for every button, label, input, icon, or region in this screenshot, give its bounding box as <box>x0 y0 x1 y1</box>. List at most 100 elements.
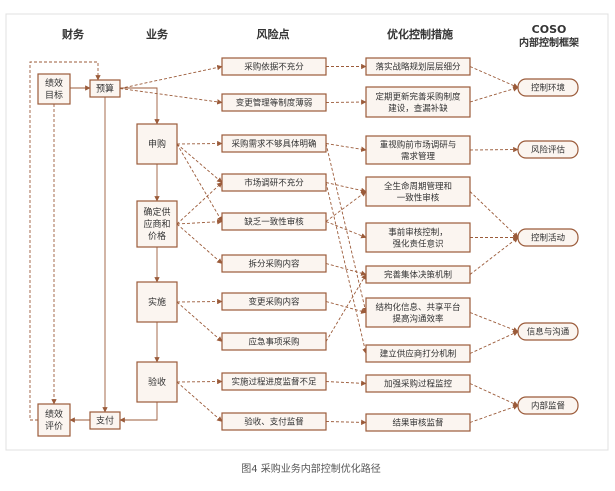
measure-box <box>365 135 471 165</box>
risk-box <box>221 332 327 351</box>
finance-kpi-evaluation-box-label: 评价 <box>45 421 63 432</box>
risk-box <box>221 372 327 391</box>
measure-box-label: 结构化信息、共享平台 <box>375 302 460 313</box>
measure-box-label: 一致性审核 <box>397 192 440 203</box>
risk-box-label: 缺乏一致性审核 <box>244 217 304 228</box>
risk-measure-link <box>325 274 367 342</box>
budget-to-purchase <box>120 87 160 125</box>
measure-box-label: 建立供应商打分机制 <box>380 349 457 360</box>
business-acceptance-box-label: 验收 <box>148 376 166 388</box>
measure-box <box>365 176 471 207</box>
risk-measure-link <box>325 191 367 222</box>
business-risk-link <box>176 223 223 264</box>
risk-box-label: 验收、支付监督 <box>244 417 304 428</box>
business-risk-link <box>176 219 223 225</box>
measure-box <box>365 222 471 253</box>
business-implementation-box-label: 实施 <box>148 296 166 308</box>
finance-kpi-evaluation-box <box>37 403 71 437</box>
risk-measure-link <box>325 301 367 314</box>
measure-box-label: 提高沟通效率 <box>392 313 444 324</box>
measure-coso-link <box>469 66 519 89</box>
measure-box-label: 需求管理 <box>401 151 436 162</box>
business-implementation-box <box>136 281 178 323</box>
risk-measure-link <box>325 419 367 426</box>
header-business: 业务 <box>146 27 169 41</box>
risk-box-label: 采购需求不够具体明确 <box>231 139 316 150</box>
business-payment-box <box>89 411 121 430</box>
measure-box-label: 重视购前市场调研与 <box>380 139 457 150</box>
measure-coso-link <box>469 404 519 423</box>
measure-box-label: 结果审核监督 <box>392 418 444 429</box>
header-measures: 优化控制措施 <box>387 27 453 41</box>
business-risk-link <box>176 381 223 422</box>
measure-box <box>365 374 471 393</box>
measure-box-label: 落实战略规划层层细分 <box>375 62 461 73</box>
coso-box <box>517 228 579 247</box>
measure-coso-link <box>469 191 519 238</box>
measure-box <box>365 57 471 76</box>
risk-measure-link <box>325 182 367 194</box>
business-supplier-price-box-label: 确定供 <box>143 206 170 218</box>
risk-measure-link <box>325 380 367 386</box>
measure-coso-link <box>469 331 519 354</box>
measure-box-label: 全生命周期管理和 <box>384 181 452 192</box>
header-risk: 风险点 <box>257 27 290 41</box>
risk-measure-link <box>325 143 368 314</box>
business-risk-link <box>176 301 223 342</box>
business-payment-box-label: 支付 <box>96 415 114 427</box>
business-risk-link <box>176 143 223 183</box>
business-risk-link <box>176 143 223 222</box>
header-coso-line1: COSO <box>532 23 567 36</box>
business-budget-box-label: 预算 <box>96 83 114 95</box>
business-purchase-request-box-label: 申购 <box>148 138 166 150</box>
coso-box-label: 控制环境 <box>531 83 566 94</box>
risk-box-label: 变更采购内容 <box>248 297 300 308</box>
business-risk-link <box>176 378 223 385</box>
business-supplier-price-box-label: 价格 <box>148 230 166 242</box>
business-risk-link <box>176 140 223 147</box>
finance-kpi-target-box-label: 绩效 <box>45 77 63 89</box>
header-coso-line2: 内部控制框架 <box>519 36 579 49</box>
measure-box-label: 加强采购过程监控 <box>384 379 453 390</box>
feedback-loop <box>29 61 101 421</box>
measure-box-label: 完善集体决策机制 <box>384 270 452 281</box>
measure-box-label: 强化责任意识 <box>392 238 443 249</box>
business-budget-box <box>89 79 121 98</box>
business-risk-link <box>119 64 223 89</box>
risk-box-label: 实施过程进度监督不足 <box>231 377 317 388</box>
risk-measure-link <box>325 182 368 355</box>
coso-box <box>517 140 579 159</box>
business-risk-link <box>119 88 223 105</box>
risk-box <box>221 93 327 112</box>
risk-box <box>221 134 327 153</box>
risk-measure-link <box>325 221 367 239</box>
risk-box <box>221 292 327 311</box>
measure-coso-link <box>469 312 519 333</box>
risk-box-label: 应急事项采购 <box>248 337 299 348</box>
risk-box <box>221 57 327 76</box>
business-supplier-price-box <box>136 200 178 248</box>
risk-measure-link <box>325 143 367 152</box>
measure-coso-link <box>469 86 519 103</box>
finance-kpi-evaluation-box-label: 绩效 <box>45 408 63 420</box>
business-supplier-price-box-label: 应商和 <box>143 218 170 230</box>
measure-coso-link <box>469 237 519 275</box>
finance-kpi-target-box <box>37 73 71 105</box>
risk-box <box>221 173 327 192</box>
coso-box-label: 内部监督 <box>531 401 566 412</box>
business-risk-link <box>176 182 223 225</box>
risk-box <box>221 254 327 273</box>
measure-box <box>365 413 471 432</box>
risk-box <box>221 412 327 431</box>
risk-box <box>221 212 327 231</box>
figure-caption: 图4 采购业务内部控制优化路径 <box>241 462 381 475</box>
coso-box <box>517 396 579 415</box>
business-purchase-request-box <box>136 123 178 165</box>
measure-box <box>365 265 471 284</box>
risk-measure-link <box>325 263 367 276</box>
business-risk-link <box>176 298 223 305</box>
business-acceptance-box <box>136 361 178 403</box>
measure-box-label: 事前审核控制， <box>388 227 448 238</box>
header-finance: 财务 <box>61 27 85 41</box>
